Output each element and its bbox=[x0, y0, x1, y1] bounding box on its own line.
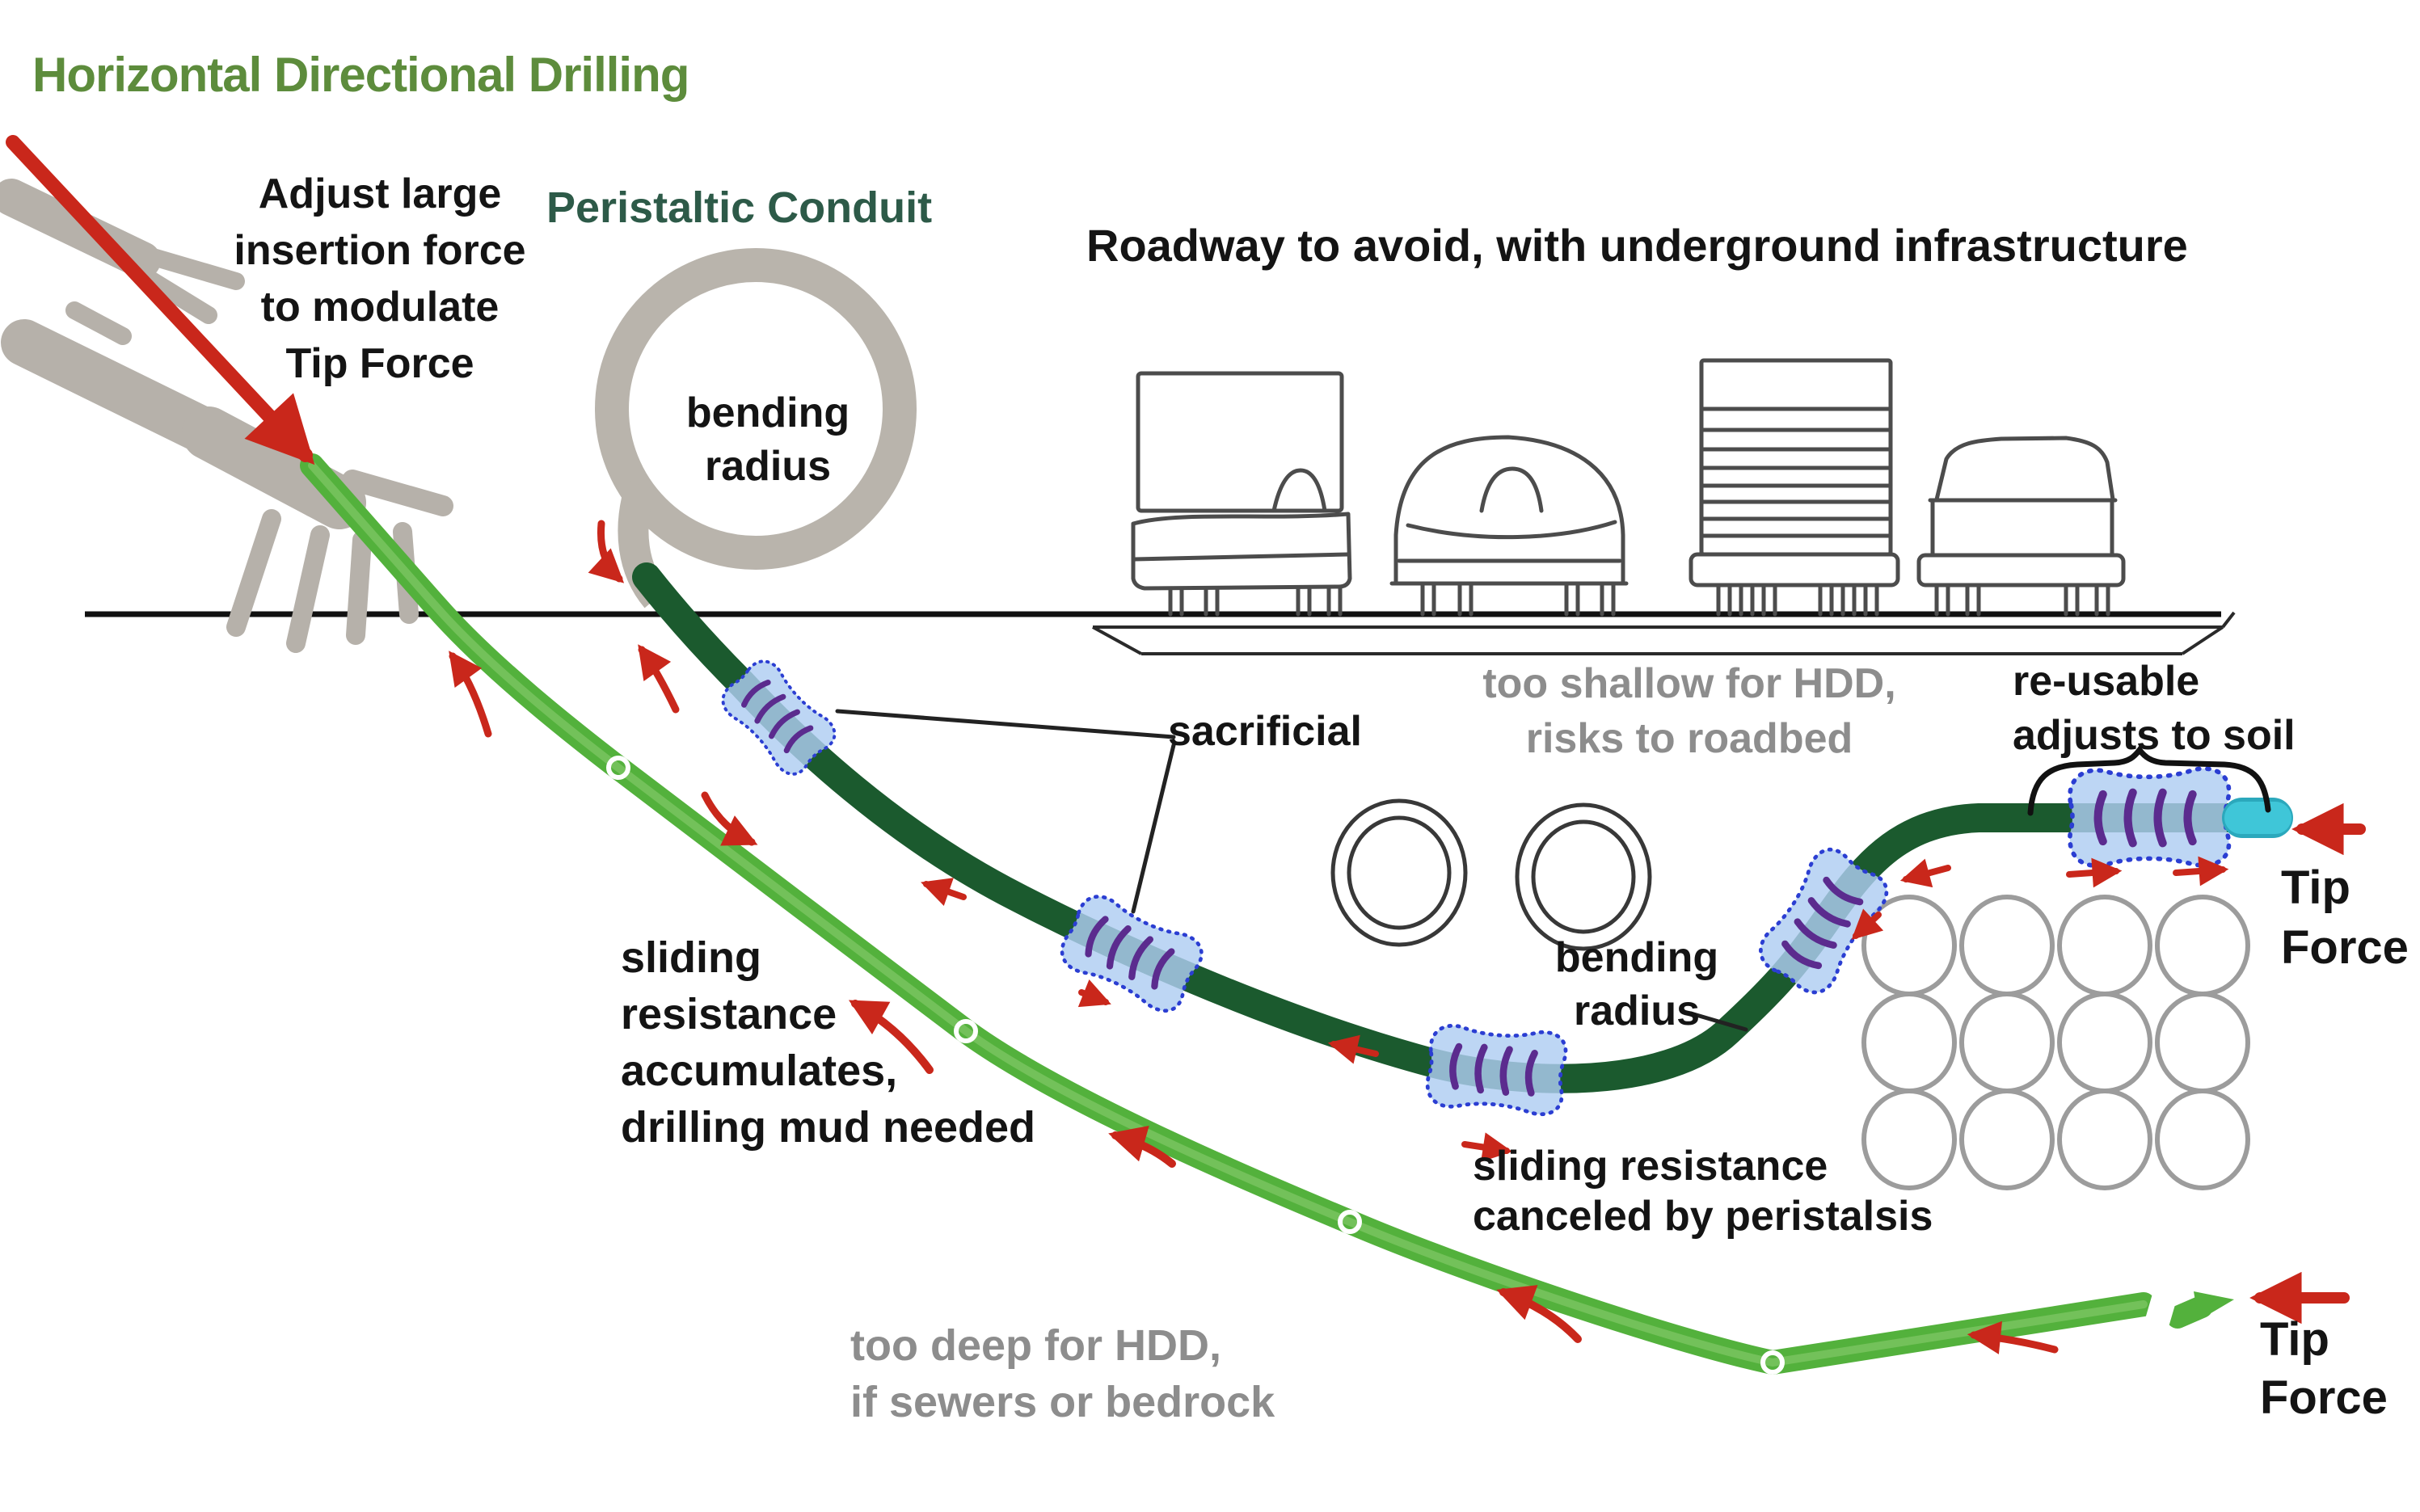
rod-joint bbox=[1760, 1350, 1785, 1375]
pipe-cross-sections bbox=[1330, 798, 1652, 951]
too-shallow-note: too shallow for HDD, risks to roadbed bbox=[1482, 660, 1896, 762]
rod-break-mark bbox=[2141, 1289, 2161, 1336]
vehicle-car-2 bbox=[1916, 436, 2126, 617]
sacrificial-leader-lines bbox=[835, 709, 1176, 914]
roadbed bbox=[1092, 611, 2236, 655]
sliding-canceled-note: sliding resistance canceled by peristals… bbox=[1473, 1143, 1933, 1240]
vehicle-box-truck bbox=[1131, 371, 1352, 617]
insertion-force-arrow bbox=[6, 135, 315, 465]
rod-break-mark bbox=[2159, 1291, 2178, 1337]
rod-joint bbox=[954, 1019, 978, 1043]
rod-tip-point bbox=[2194, 1291, 2234, 1320]
curve-bending-radius-label: bending radius bbox=[1554, 934, 1719, 1034]
vehicle-car-1 bbox=[1389, 435, 1629, 617]
flow-arrows bbox=[449, 520, 2229, 1354]
coil-bending-radius-label: bending radius bbox=[685, 390, 850, 490]
vehicle-striped-truck bbox=[1689, 358, 1900, 617]
tip-force-label-lower: Tip Force bbox=[2260, 1313, 2388, 1424]
reusable-actuator bbox=[2070, 769, 2229, 866]
bending-radius-pointer bbox=[1689, 1011, 1748, 1032]
soil-circles-grid bbox=[1861, 895, 2250, 1190]
reusable-note: re-usable adjusts to soil bbox=[2013, 658, 2296, 759]
hdd-drill-rod bbox=[300, 453, 2234, 1375]
coil-feed-arrow bbox=[588, 520, 625, 583]
hands-icon bbox=[0, 179, 453, 653]
adjust-insertion-note: Adjust large insertion force to modulate… bbox=[234, 171, 526, 387]
roadway-heading: Roadway to avoid, with underground infra… bbox=[1086, 220, 2188, 271]
sacrificial-actuator-2 bbox=[1055, 888, 1208, 1017]
too-deep-note: too deep for HDD, if sewers or bedrock bbox=[850, 1321, 1275, 1426]
peristaltic-conduit-label: Peristaltic Conduit bbox=[546, 183, 933, 232]
page-title: Horizontal Directional Drilling bbox=[32, 48, 689, 102]
sliding-accumulates-note: sliding resistance accumulates, drilling… bbox=[621, 933, 1036, 1152]
rod-joint bbox=[606, 756, 630, 780]
sacrificial-label: sacrificial bbox=[1168, 708, 1362, 755]
rod-joint bbox=[1338, 1210, 1362, 1234]
curly-brace bbox=[2027, 745, 2271, 816]
tip-force-label-upper: Tip Force bbox=[2281, 861, 2409, 974]
